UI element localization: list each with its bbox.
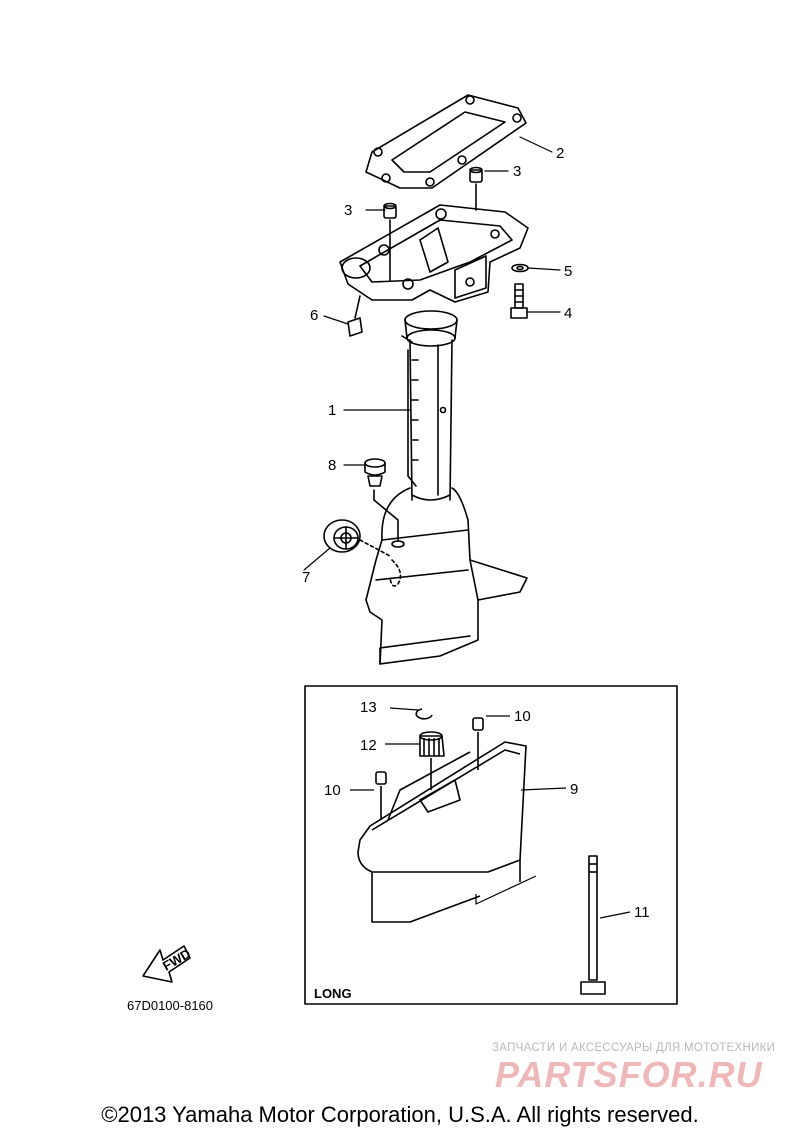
driveshaft-housing-part-1	[401, 310, 458, 501]
inset-label: LONG	[314, 986, 352, 1001]
callout-10-right: 10	[514, 708, 531, 725]
mount-plate	[339, 204, 529, 303]
drawing-number: 67D0100-8160	[127, 998, 213, 1013]
callout-1: 1	[328, 402, 336, 419]
watermark-tagline: ЗАПЧАСТИ И АКСЕССУАРЫ ДЛЯ МОТОТЕХНИКИ	[492, 1042, 776, 1054]
plug-part-8	[364, 458, 399, 541]
fwd-label: FWD	[160, 946, 193, 974]
callout-2: 2	[556, 145, 564, 162]
inset-long-shaft	[304, 685, 678, 1005]
callout-11: 11	[634, 904, 650, 921]
grommet-part-7	[323, 519, 391, 557]
extension-part-9	[357, 741, 567, 923]
callout-8: 8	[328, 457, 336, 474]
callout-10-left: 10	[324, 782, 341, 799]
lower-housing	[365, 487, 528, 665]
callout-13: 13	[360, 699, 377, 716]
fitting-part-6	[347, 295, 363, 337]
dowel-part-10-right	[472, 715, 510, 770]
clip-part-13	[389, 707, 433, 720]
callout-6: 6	[310, 307, 318, 324]
callout-5: 5	[564, 263, 572, 280]
watermark-logo: PARTSFOR.RU	[495, 1054, 763, 1095]
callout-4: 4	[564, 305, 572, 322]
callout-7: 7	[302, 569, 310, 586]
copyright-notice: ©2013 Yamaha Motor Corporation, U.S.A. A…	[101, 1102, 699, 1127]
dowel-part-10-left	[350, 771, 387, 820]
bolt-part-11	[580, 855, 631, 995]
fwd-arrow-icon	[142, 945, 191, 983]
dowel-pin-part-3-right	[469, 166, 483, 211]
leader-lines	[303, 136, 561, 571]
callout-12: 12	[360, 737, 377, 754]
washer-part-5	[511, 263, 529, 273]
bolt-part-4	[510, 283, 528, 319]
callout-9: 9	[570, 781, 578, 798]
gasket-part-2	[365, 94, 527, 189]
callout-3-left: 3	[344, 202, 352, 219]
callout-3-right: 3	[513, 163, 521, 180]
dowel-pin-part-3-left	[383, 202, 397, 281]
